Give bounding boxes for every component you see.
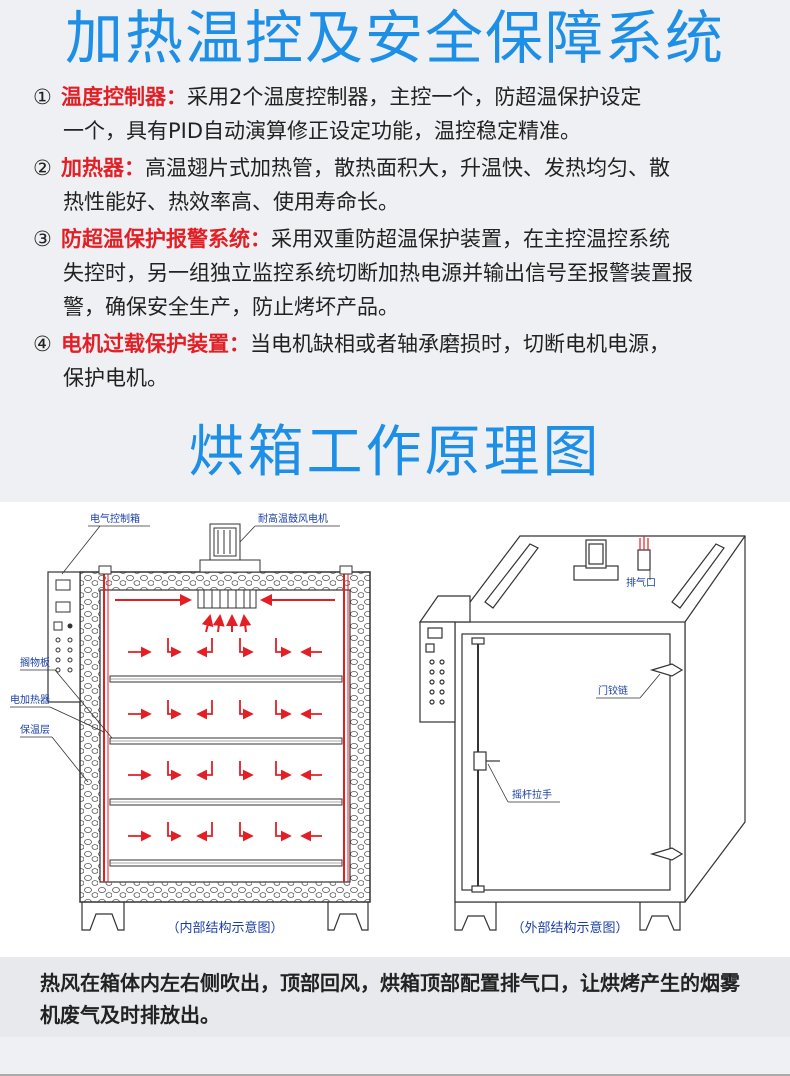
airflow-arrow: [167, 761, 182, 781]
airflow-arrow: [275, 700, 292, 720]
feature-text-continued: 失控时，另一组独立监控系统切断加热电源并输出信号至报警装置报: [63, 261, 693, 285]
feature-item: ③ 防超温保护报警系统：采用双重防超温保护装置，在主控温控系统失控时，另一组独立监…: [33, 222, 758, 324]
feature-text: 高温翅片式加热管，散热面积大，升温快、发热均匀、散: [145, 156, 670, 180]
airflow-arrow: [275, 638, 292, 658]
page-title: 加热温控及安全保障系统: [64, 4, 725, 72]
airflow-arrow: [275, 822, 292, 842]
airflow-arrow: [196, 638, 213, 658]
caption-text: 热风在箱体内左右侧吹出，顶部回风，烘箱顶部配置排气口，让烘烤产生的烟雾机废气及时…: [40, 971, 740, 1027]
bottom-divider: [0, 1074, 790, 1076]
label-exhaust: 排气口: [626, 576, 656, 589]
feature-label: 防超温保护报警系统：: [61, 227, 271, 251]
feature-list: ① 温度控制器：采用2个温度控制器，主控一个，防超温保护设定一个，具有PID自动演…: [33, 80, 758, 398]
label-handle: 摇杆拉手: [512, 788, 552, 801]
outer-caption: （外部结构示意图）: [511, 920, 628, 936]
label-hinge: 门铰链: [598, 684, 628, 697]
airflow-arrow: [196, 822, 213, 842]
label-heater: 电加热器: [10, 693, 50, 706]
feature-item: ② 加热器：高温翅片式加热管，散热面积大，升温快、发热均匀、散热性能好、热效率高、…: [33, 151, 758, 219]
feature-item: ① 温度控制器：采用2个温度控制器，主控一个，防超温保护设定一个，具有PID自动演…: [33, 80, 758, 148]
airflow-arrow: [167, 638, 182, 658]
feature-text: 采用双重防超温保护装置，在主控温控系统: [271, 227, 670, 251]
feature-number: ④: [33, 332, 52, 356]
inner-caption: （内部结构示意图）: [166, 920, 283, 936]
feature-item: ④ 电机过载保护装置：当电机缺相或者轴承磨损时，切断电机电源， 保护电机。: [33, 327, 758, 395]
oven-diagram: 电气控制箱 耐高温鼓风电机 搁物板 电加热器 保温层 （内部结构示意图）: [0, 502, 790, 957]
label-fan-motor: 耐高温鼓风电机: [258, 512, 328, 525]
airflow-arrow: [167, 822, 182, 842]
label-insulation: 保温层: [20, 723, 50, 736]
feature-label: 加热器：: [61, 156, 145, 180]
feature-text-continued: 一个，具有PID自动演算修正设定功能，温控稳定精准。: [63, 119, 582, 143]
feature-text-continued: 保护电机。: [63, 366, 168, 390]
feature-text-continued: 警，确保安全生产，防止烤坏产品。: [63, 295, 399, 319]
feature-text: 当电机缺相或者轴承磨损时，切断电机电源，: [250, 332, 670, 356]
label-control-box: 电气控制箱: [90, 512, 140, 525]
feature-text: 采用2个温度控制器，主控一个，防超温保护设定: [187, 85, 642, 109]
airflow-arrow: [239, 761, 254, 781]
feature-number: ③: [33, 227, 52, 251]
airflow-arrow: [275, 761, 292, 781]
inner-structure: 电气控制箱 耐高温鼓风电机 搁物板 电加热器 保温层 （内部结构示意图）: [10, 512, 371, 936]
airflow-arrow: [196, 700, 213, 720]
airflow-arrow: [239, 822, 254, 842]
feature-text-continued: 热性能好、热效率高、使用寿命长。: [63, 190, 399, 214]
airflow-arrow: [239, 700, 254, 720]
airflow-arrow: [167, 700, 182, 720]
feature-label: 电机过载保护装置：: [61, 332, 250, 356]
airflow-arrow: [239, 638, 254, 658]
diagram-title: 烘箱工作原理图: [188, 420, 602, 485]
outer-structure: [418, 535, 746, 931]
oven-diagram-svg: 电气控制箱 耐高温鼓风电机 搁物板 电加热器 保温层 （内部结构示意图）: [10, 512, 746, 936]
airflow-arrow: [196, 761, 213, 781]
label-shelf: 搁物板: [20, 656, 50, 669]
feature-number: ①: [33, 85, 52, 109]
feature-number: ②: [33, 156, 52, 180]
feature-label: 温度控制器：: [61, 85, 187, 109]
caption-box: 热风在箱体内左右侧吹出，顶部回风，烘箱顶部配置排气口，让烘烤产生的烟雾机废气及时…: [0, 957, 790, 1037]
